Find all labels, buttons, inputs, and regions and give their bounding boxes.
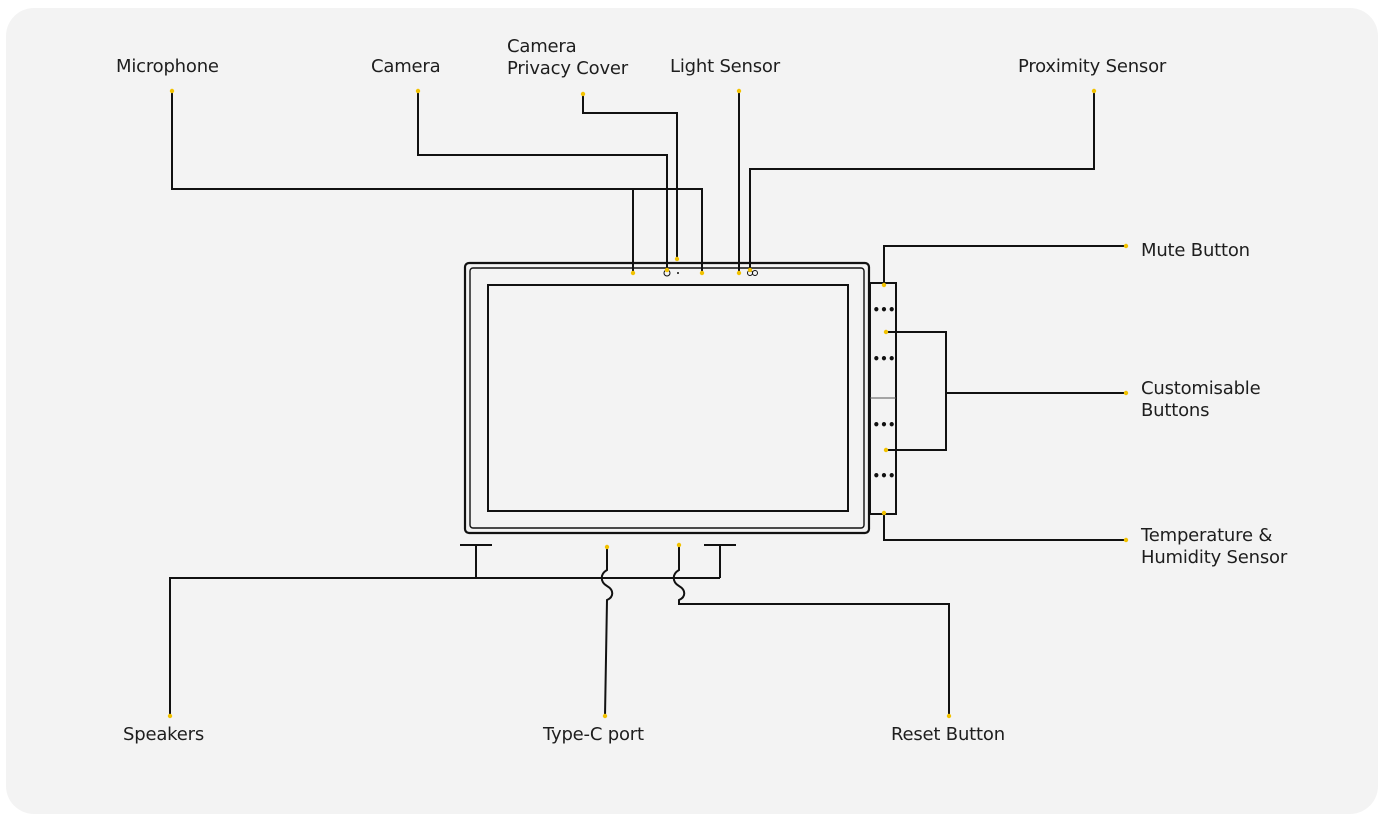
speakers-leader bbox=[169, 577, 720, 716]
label-camera-privacy-cover-line1: Camera bbox=[507, 36, 577, 57]
marker-customisable-label bbox=[1123, 390, 1129, 396]
side-button-3-dots: ••• bbox=[872, 418, 895, 432]
label-mute-button: Mute Button bbox=[1141, 240, 1250, 261]
label-temperature-humidity-line2: Humidity Sensor bbox=[1141, 547, 1288, 568]
leader-lines bbox=[169, 91, 1126, 717]
marker-mute-button bbox=[881, 282, 887, 288]
label-temperature-humidity: Temperature & Humidity Sensor bbox=[1141, 525, 1287, 569]
marker-proximity-lens bbox=[747, 267, 753, 273]
label-reset-button: Reset Button bbox=[891, 724, 1005, 745]
label-speakers: Speakers bbox=[123, 724, 204, 745]
marker-privacy-slider bbox=[674, 256, 680, 262]
label-proximity-sensor: Proximity Sensor bbox=[1018, 56, 1167, 77]
marker-mic-right bbox=[699, 270, 705, 276]
diagram-panel bbox=[6, 8, 1378, 814]
marker-camera-lens bbox=[664, 267, 670, 273]
label-light-sensor: Light Sensor bbox=[670, 56, 780, 77]
label-customisable-buttons: Customisable Buttons bbox=[1141, 378, 1261, 422]
marker-light-sensor bbox=[736, 88, 742, 94]
marker-temperature-label bbox=[1123, 537, 1129, 543]
marker-microphone bbox=[169, 88, 175, 94]
label-camera: Camera bbox=[371, 56, 441, 77]
marker-reset-button bbox=[676, 542, 682, 548]
markers bbox=[167, 88, 1129, 719]
label-customisable-buttons-line2: Buttons bbox=[1141, 400, 1210, 421]
reset-leader bbox=[672, 545, 950, 716]
marker-speakers-label bbox=[167, 713, 173, 719]
temperature-leader bbox=[883, 513, 1126, 541]
device-outer-frame bbox=[463, 261, 871, 535]
side-button-dots: ••• ••• ••• ••• bbox=[872, 303, 895, 483]
label-customisable-buttons-line1: Customisable bbox=[1141, 378, 1261, 399]
marker-custom-button-2 bbox=[883, 447, 889, 453]
camera-leader bbox=[417, 91, 668, 270]
device bbox=[463, 261, 871, 535]
side-button-1-dots: ••• bbox=[872, 303, 895, 317]
device-inner-frame bbox=[469, 267, 865, 529]
camera-dot bbox=[677, 272, 679, 274]
proximity-lens-b bbox=[752, 270, 758, 276]
device-screen bbox=[487, 284, 849, 512]
proximity-sensor-leader bbox=[749, 91, 1095, 270]
marker-custom-button-1 bbox=[883, 329, 889, 335]
marker-light-lens bbox=[736, 270, 742, 276]
customisable-leader-top bbox=[886, 331, 947, 451]
microphone-leader bbox=[171, 91, 703, 273]
marker-type-c-port bbox=[604, 544, 610, 550]
marker-mic-left bbox=[630, 270, 636, 276]
type-c-leader bbox=[600, 547, 614, 717]
label-camera-privacy-cover-line2: Privacy Cover bbox=[507, 58, 629, 79]
side-button-2-dots: ••• bbox=[872, 352, 895, 366]
side-button-4-dots: ••• bbox=[872, 469, 895, 483]
marker-camera bbox=[415, 88, 421, 94]
marker-proximity-sensor bbox=[1091, 88, 1097, 94]
marker-mute-label bbox=[1123, 243, 1129, 249]
privacy-cover-leader bbox=[582, 94, 678, 259]
marker-type-c-label bbox=[602, 713, 608, 719]
mute-button-leader bbox=[883, 245, 1126, 284]
marker-privacy-cover bbox=[580, 91, 586, 97]
label-temperature-humidity-line1: Temperature & bbox=[1141, 525, 1273, 546]
label-camera-privacy-cover: Camera Privacy Cover bbox=[507, 36, 628, 80]
label-microphone: Microphone bbox=[116, 56, 219, 77]
marker-temperature-sensor bbox=[881, 510, 887, 516]
marker-reset-label bbox=[946, 713, 952, 719]
label-type-c-port: Type-C port bbox=[543, 724, 644, 745]
